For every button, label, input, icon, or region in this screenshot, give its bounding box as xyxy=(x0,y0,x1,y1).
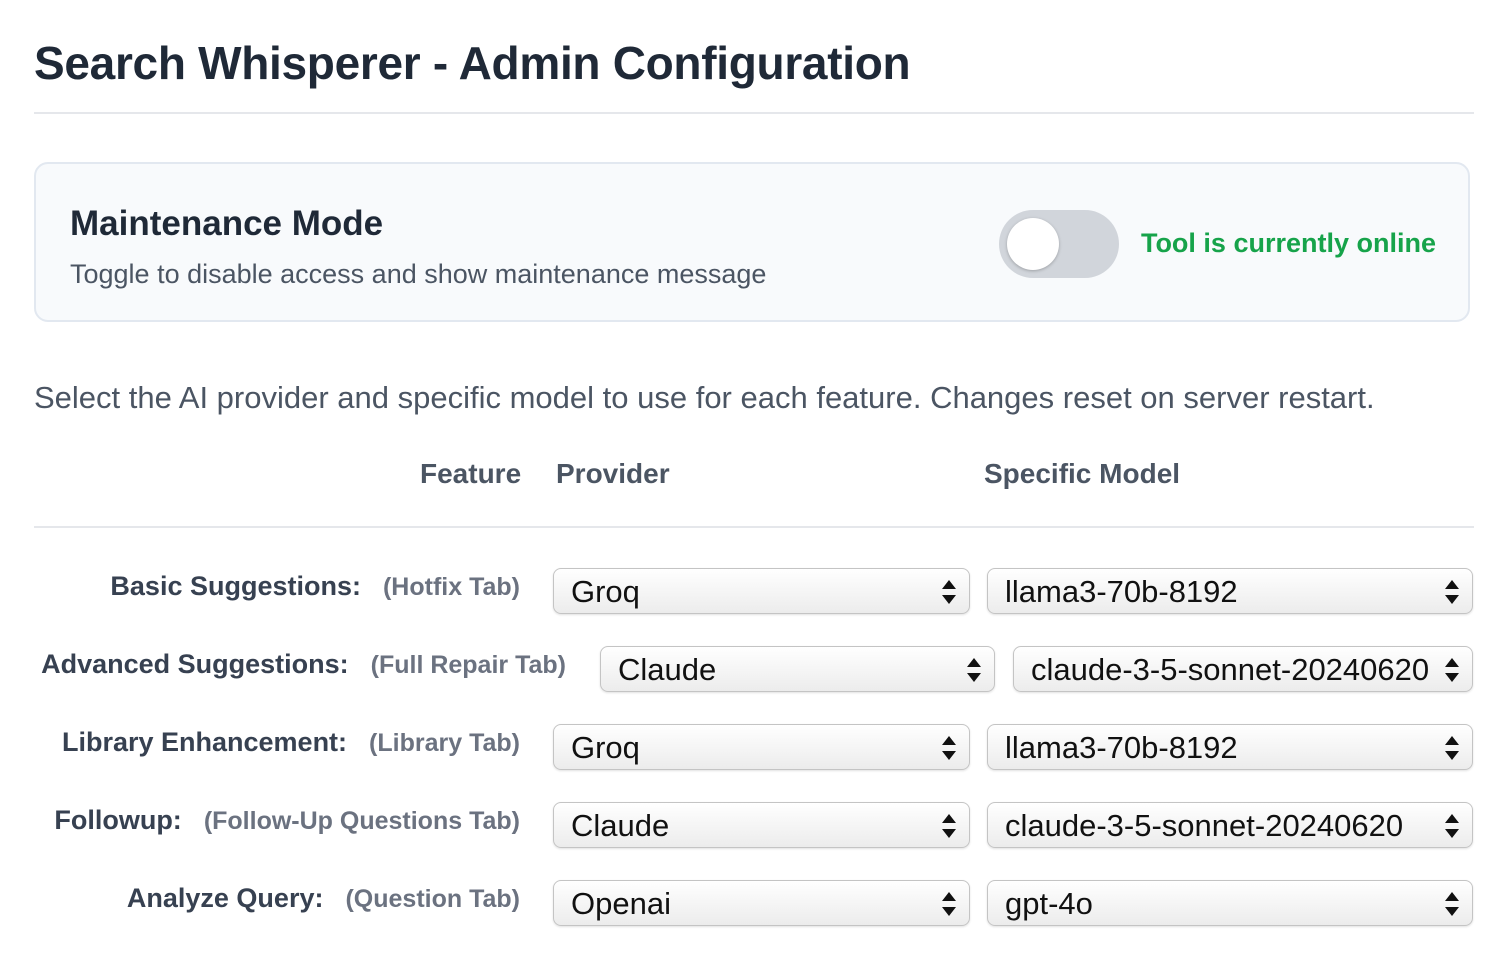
feature-label: Basic Suggestions: xyxy=(110,571,361,601)
provider-select-followup[interactable]: Claude xyxy=(553,802,970,848)
toggle-knob xyxy=(1007,218,1059,270)
feature-label-followup: Followup: (Follow-Up Questions Tab) xyxy=(54,805,520,836)
select-arrows-icon xyxy=(1445,580,1459,604)
maintenance-title: Maintenance Mode xyxy=(70,204,384,243)
provider-value: Groq xyxy=(571,574,640,609)
maintenance-card: Maintenance Mode Toggle to disable acces… xyxy=(34,162,1470,322)
model-select-basic[interactable]: llama3-70b-8192 xyxy=(987,568,1473,614)
model-value: gpt-4o xyxy=(1005,886,1093,921)
model-value: llama3-70b-8192 xyxy=(1005,574,1238,609)
provider-select-advanced[interactable]: Claude xyxy=(600,646,995,692)
model-select-followup[interactable]: claude-3-5-sonnet-20240620 xyxy=(987,802,1473,848)
model-value: claude-3-5-sonnet-20240620 xyxy=(1005,808,1404,843)
select-arrows-icon xyxy=(1445,658,1459,682)
provider-select-library[interactable]: Groq xyxy=(553,724,970,770)
model-select-library[interactable]: llama3-70b-8192 xyxy=(987,724,1473,770)
feature-label: Followup: xyxy=(54,805,182,835)
select-arrows-icon xyxy=(942,814,956,838)
page-title: Search Whisperer - Admin Configuration xyxy=(34,37,911,89)
feature-tab: (Full Repair Tab) xyxy=(370,651,566,679)
select-arrows-icon xyxy=(1445,892,1459,916)
feature-tab: (Follow-Up Questions Tab) xyxy=(203,807,520,835)
maintenance-toggle[interactable] xyxy=(999,210,1119,278)
model-value: claude-3-5-sonnet-20240620 xyxy=(1031,652,1428,687)
select-arrows-icon xyxy=(942,892,956,916)
intro-text: Select the AI provider and specific mode… xyxy=(34,380,1375,415)
maintenance-description: Toggle to disable access and show mainte… xyxy=(70,259,767,289)
feature-label: Advanced Suggestions: xyxy=(41,649,349,679)
feature-tab: (Hotfix Tab) xyxy=(382,573,520,601)
provider-value: Claude xyxy=(618,652,717,687)
feature-label-basic: Basic Suggestions: (Hotfix Tab) xyxy=(110,571,520,602)
column-header-feature: Feature xyxy=(420,458,522,489)
provider-value: Openai xyxy=(571,886,671,921)
status-text: Tool is currently online xyxy=(1140,228,1436,258)
feature-label-analyze: Analyze Query: (Question Tab) xyxy=(127,883,520,914)
feature-tab: (Library Tab) xyxy=(369,729,520,757)
feature-label: Library Enhancement: xyxy=(61,727,348,757)
model-select-advanced[interactable]: claude-3-5-sonnet-20240620 xyxy=(1013,646,1473,692)
header-divider xyxy=(34,526,1474,528)
select-arrows-icon xyxy=(967,658,981,682)
feature-tab: (Question Tab) xyxy=(345,885,520,913)
column-header-model: Specific Model xyxy=(984,458,1181,489)
model-value: llama3-70b-8192 xyxy=(1005,730,1238,765)
model-select-analyze[interactable]: gpt-4o xyxy=(987,880,1473,926)
select-arrows-icon xyxy=(942,736,956,760)
select-arrows-icon xyxy=(1445,814,1459,838)
feature-label-advanced: Advanced Suggestions: (Full Repair Tab) xyxy=(41,649,566,680)
select-arrows-icon xyxy=(942,580,956,604)
column-header-provider: Provider xyxy=(556,458,670,489)
feature-label-library: Library Enhancement: (Library Tab) xyxy=(62,727,520,758)
provider-value: Claude xyxy=(571,808,670,843)
select-arrows-icon xyxy=(1445,736,1459,760)
feature-label: Analyze Query: xyxy=(126,883,324,913)
title-divider xyxy=(34,112,1474,114)
provider-select-basic[interactable]: Groq xyxy=(553,568,970,614)
provider-value: Groq xyxy=(571,730,640,765)
provider-select-analyze[interactable]: Openai xyxy=(553,880,970,926)
